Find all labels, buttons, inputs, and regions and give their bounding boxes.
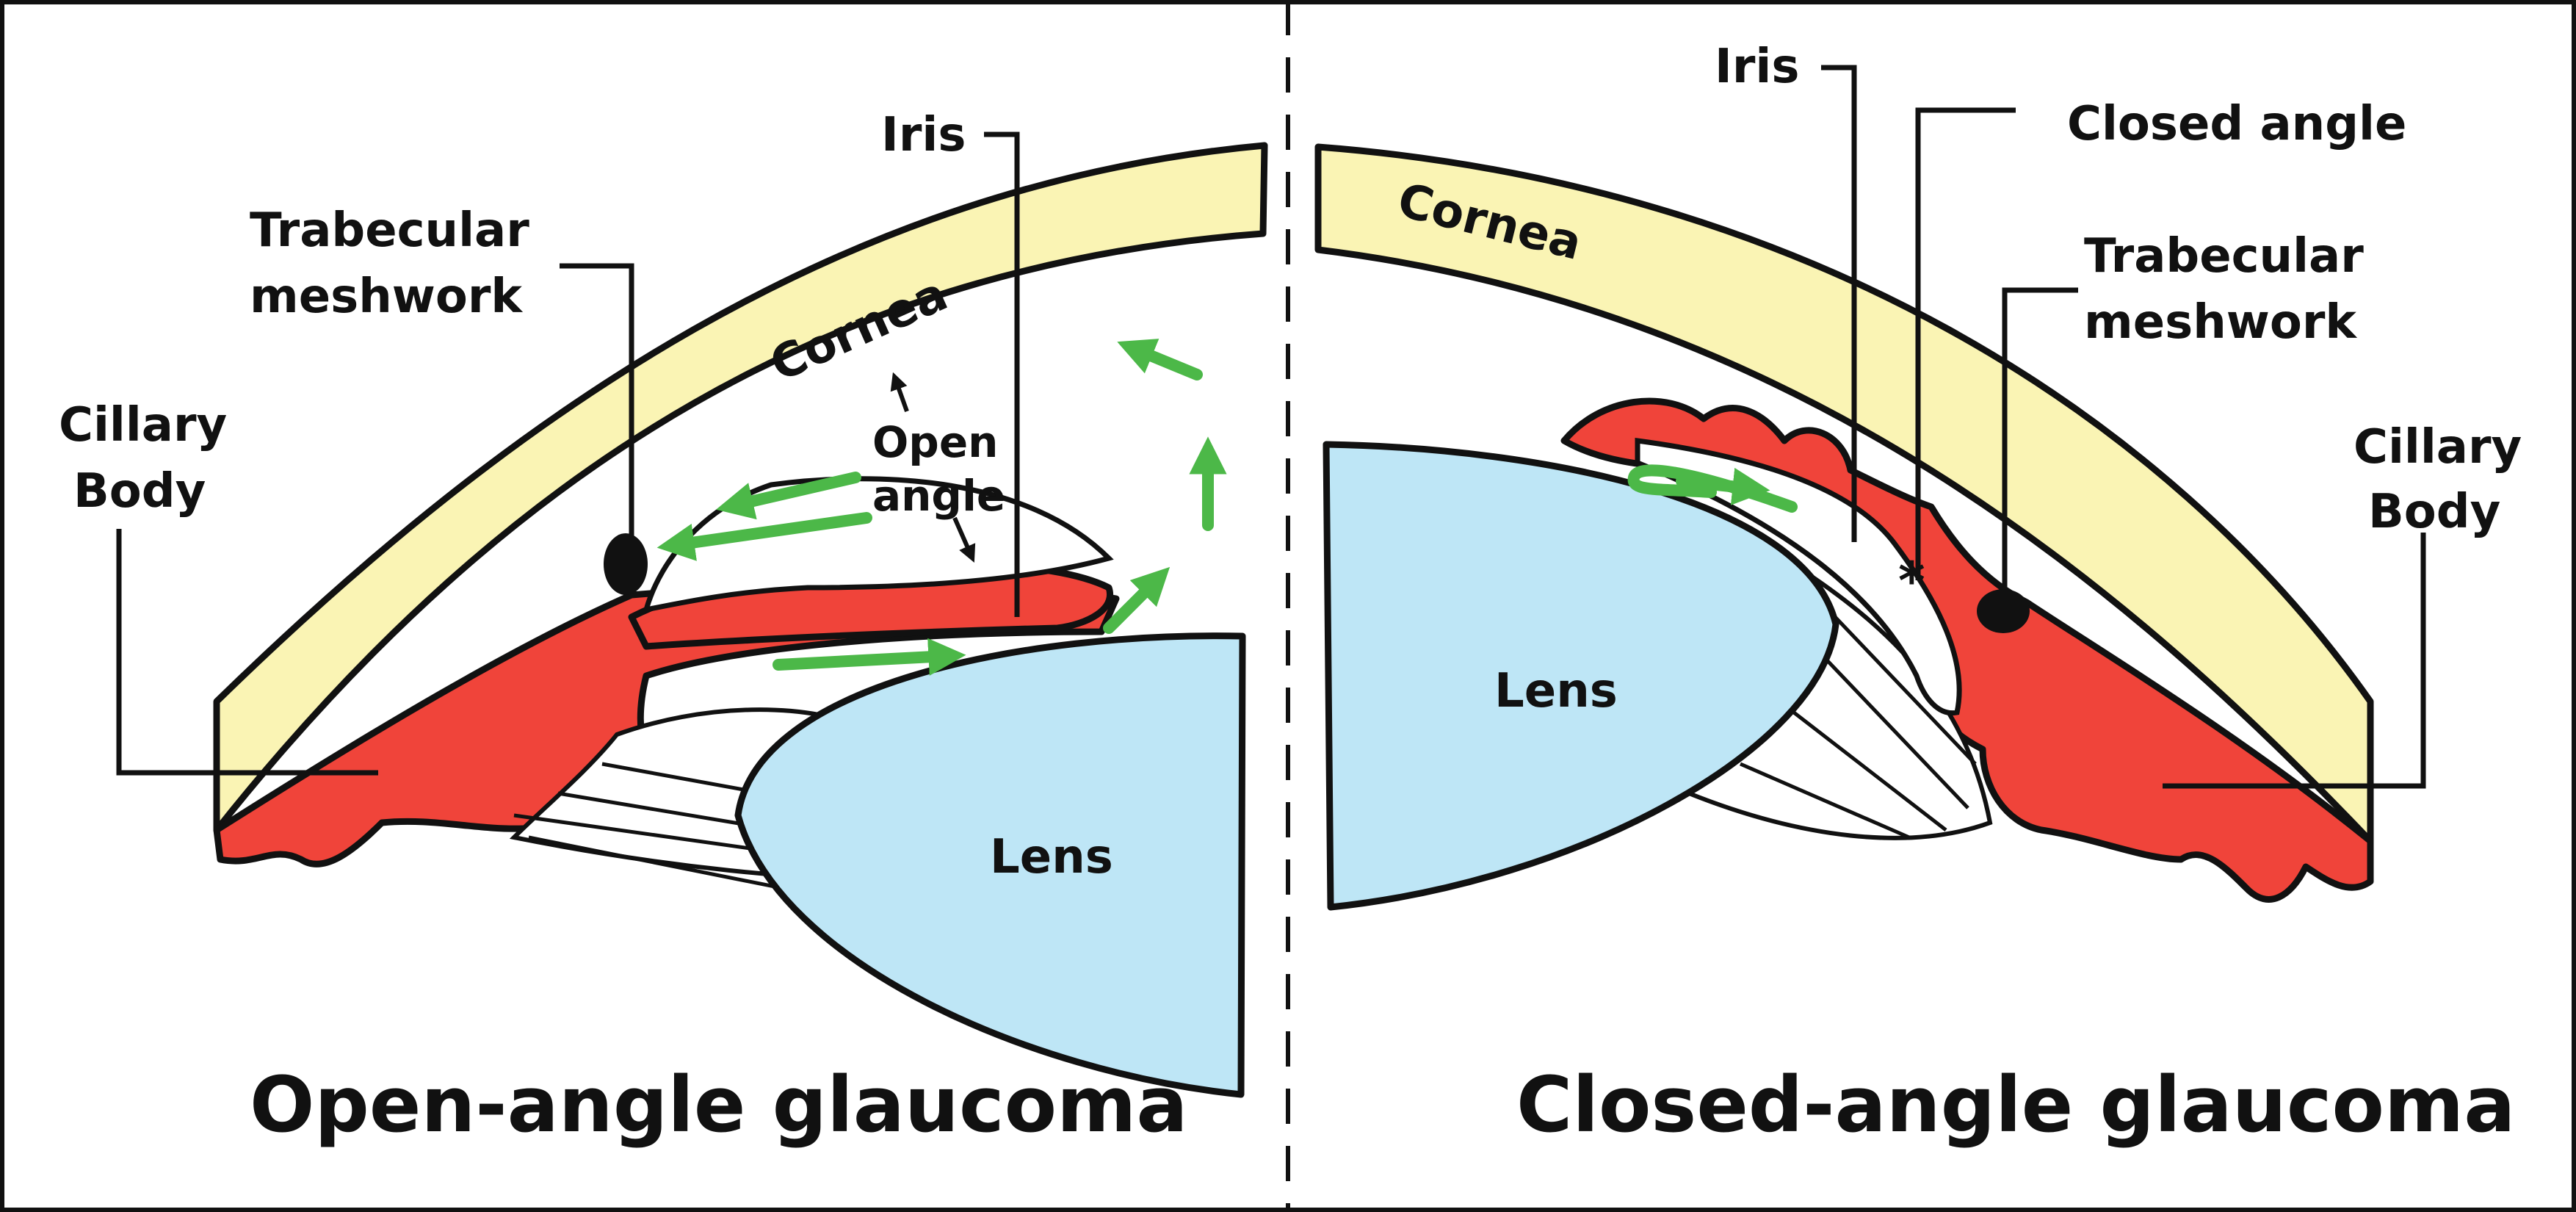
zonule-lines — [513, 762, 897, 913]
ciliary-leader-line — [116, 529, 378, 776]
closed-angle-marker: * — [1898, 551, 1925, 611]
closed-angle-leader-line — [1915, 107, 2016, 580]
open-angle-label-line1: Open — [872, 417, 998, 467]
lens-label: Lens — [990, 830, 1113, 884]
trabecular-label-line2: meshwork — [250, 270, 523, 324]
closed-angle-panel: Iris Closed angle Trabecular meshwork Ci… — [1314, 40, 2522, 1150]
flow-arrow-icon — [1103, 566, 1171, 634]
trabecular-meshwork-dot — [604, 533, 648, 595]
panel-title: Open-angle glaucoma — [250, 1060, 1188, 1150]
iris-leader-line — [984, 131, 1020, 617]
ciliary-label-line1: Cillary — [2354, 420, 2522, 475]
lens-shape — [1323, 441, 1839, 911]
ciliary-label-line2: Body — [2368, 485, 2500, 539]
flow-arrow-icon — [1676, 467, 1770, 505]
open-angle-label-line2: angle — [872, 471, 1005, 521]
trabecular-leader-line — [2002, 287, 2078, 588]
iris-label: Iris — [1715, 40, 1799, 94]
trabecular-label-line1: Trabecular — [2084, 229, 2364, 284]
lens-label: Lens — [1494, 664, 1618, 718]
trabecular-meshwork-dot — [1977, 589, 2030, 633]
iris-label: Iris — [881, 108, 966, 162]
flow-arrow-icon — [773, 638, 966, 676]
closed-angle-label: Closed angle — [2067, 97, 2406, 151]
open-angle-pointer-icon — [890, 372, 909, 413]
trabecular-label-line1: Trabecular — [250, 203, 529, 258]
trabecular-label-line2: meshwork — [2084, 295, 2357, 350]
ciliary-label-line2: Body — [73, 464, 206, 519]
lens-shape — [734, 632, 1246, 1098]
ciliary-label-line1: Cillary — [59, 398, 227, 452]
cornea-shape — [213, 142, 1268, 834]
flow-arrow-icon — [1117, 339, 1203, 380]
ciliary-leader-line — [2163, 533, 2426, 789]
aqueous-flow-arrows — [1627, 464, 1798, 513]
flow-arrow-icon — [656, 512, 872, 561]
flow-arrow-icon — [716, 472, 861, 520]
open-angle-pointer-icon — [952, 516, 976, 563]
panel-title: Closed-angle glaucoma — [1516, 1060, 2515, 1150]
aqueous-flow-arrows — [656, 339, 1227, 676]
open-angle-panel: Iris Trabecular meshwork Cillary Body Co… — [59, 108, 1268, 1150]
trabecular-leader-line — [560, 263, 634, 549]
iris-leader-line — [1821, 65, 1857, 542]
zonule-lines — [1740, 601, 1977, 840]
